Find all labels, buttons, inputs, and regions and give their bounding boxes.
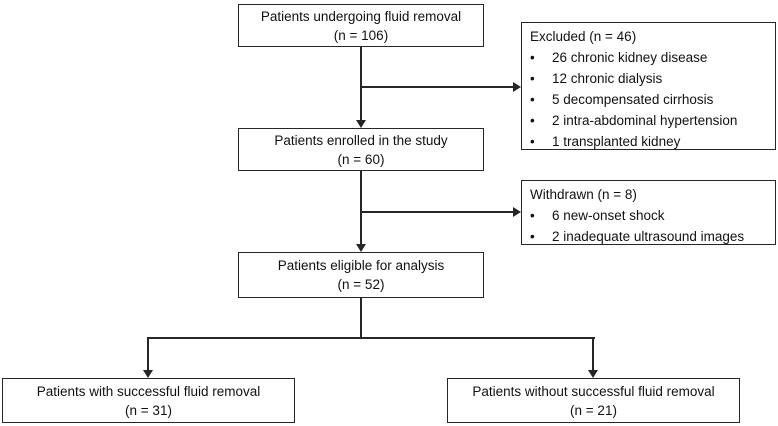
connector-to-excluded	[361, 86, 513, 88]
node-successful-removal: Patients with successful fluid removal (…	[2, 378, 295, 423]
connector-split-to-failure	[592, 337, 594, 371]
node-enrolled: Patients enrolled in the study (n = 60)	[238, 128, 484, 171]
bullet-icon	[530, 89, 552, 110]
node-label: Patients eligible for analysis	[277, 258, 445, 273]
connector-eligible-to-split	[360, 298, 362, 338]
arrowhead-right-excluded	[513, 82, 521, 92]
bullet-icon	[530, 110, 552, 131]
node-label: Patients enrolled in the study	[274, 132, 448, 148]
excluded-item: 12 chronic dialysis	[530, 68, 769, 89]
connector-split-to-success	[147, 337, 149, 371]
excluded-title: Excluded (n = 46)	[530, 29, 637, 44]
excluded-item-label: 5 decompensated cirrhosis	[552, 92, 714, 107]
connector-enrolled-to-eligible	[360, 171, 362, 244]
excluded-item: 26 chronic kidney disease	[530, 47, 769, 68]
arrowhead-down-failure	[588, 370, 598, 378]
connector-split-horizontal	[147, 337, 595, 339]
arrowhead-down-eligible	[356, 244, 366, 252]
node-excluded: Excluded (n = 46) 26 chronic kidney dise…	[521, 22, 776, 150]
connector-top-to-enrolled	[360, 47, 362, 122]
node-label: Patients with successful fluid removal	[36, 383, 261, 399]
node-undergoing-fluid-removal: Patients undergoing fluid removal (n = 1…	[238, 4, 484, 47]
node-count: (n = 21)	[570, 402, 617, 418]
bullet-icon	[530, 226, 552, 247]
bullet-icon	[530, 68, 552, 89]
withdrawn-item-label: 6 new-onset shock	[552, 208, 665, 223]
connector-to-withdrawn	[361, 211, 513, 213]
excluded-item-label: 12 chronic dialysis	[552, 71, 663, 86]
bullet-icon	[530, 205, 552, 226]
withdrawn-item: 2 inadequate ultrasound images	[530, 226, 769, 247]
excluded-item: 2 intra-abdominal hypertension	[530, 110, 769, 131]
excluded-item-label: 2 intra-abdominal hypertension	[552, 113, 738, 128]
node-label: Patients undergoing fluid removal	[260, 8, 462, 24]
node-count: (n = 52)	[337, 277, 385, 292]
bullet-icon	[530, 131, 552, 152]
node-count: (n = 60)	[337, 151, 385, 167]
node-withdrawn: Withdrawn (n = 8) 6 new-onset shock 2 in…	[521, 180, 776, 245]
arrowhead-down-success	[143, 370, 153, 378]
node-count: (n = 31)	[125, 402, 172, 418]
arrowhead-down-enrolled	[356, 120, 366, 128]
withdrawn-item-label: 2 inadequate ultrasound images	[552, 229, 745, 244]
bullet-icon	[530, 47, 552, 68]
excluded-item: 5 decompensated cirrhosis	[530, 89, 769, 110]
withdrawn-title: Withdrawn (n = 8)	[530, 187, 637, 202]
arrowhead-right-withdrawn	[513, 207, 521, 217]
withdrawn-item: 6 new-onset shock	[530, 205, 769, 226]
excluded-item-label: 1 transplanted kidney	[552, 134, 681, 149]
excluded-item: 1 transplanted kidney	[530, 131, 769, 152]
node-eligible: Patients eligible for analysis (n = 52)	[238, 252, 484, 298]
node-unsuccessful-removal: Patients without successful fluid remova…	[447, 378, 740, 423]
node-count: (n = 106)	[333, 27, 389, 43]
node-label: Patients without successful fluid remova…	[472, 383, 715, 399]
excluded-item-label: 26 chronic kidney disease	[552, 50, 708, 65]
